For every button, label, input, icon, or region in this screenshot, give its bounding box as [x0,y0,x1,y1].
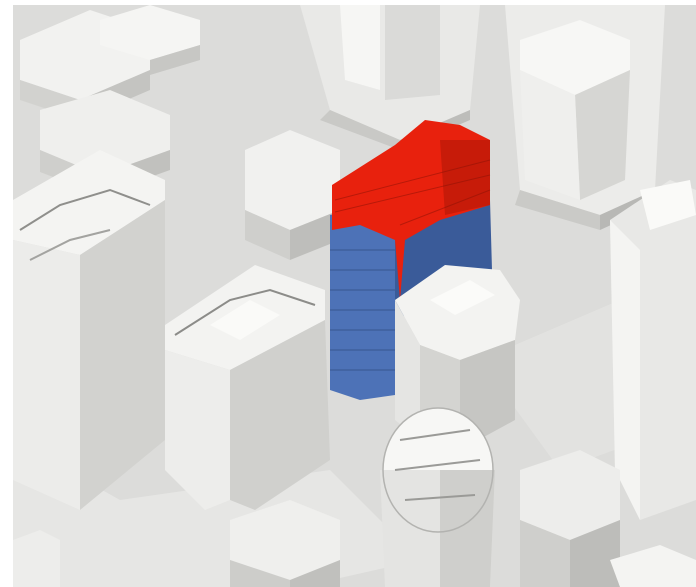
city-render-svg [13,5,696,587]
tower-right-edge [610,180,696,520]
building-behind-highlight [245,130,340,260]
highlighted-volume-blue-left [330,210,395,400]
tower-foreground-oval [380,408,495,587]
city-render-scene [13,5,696,587]
tower-top-right [505,5,665,230]
tower-left-slab [13,150,165,510]
